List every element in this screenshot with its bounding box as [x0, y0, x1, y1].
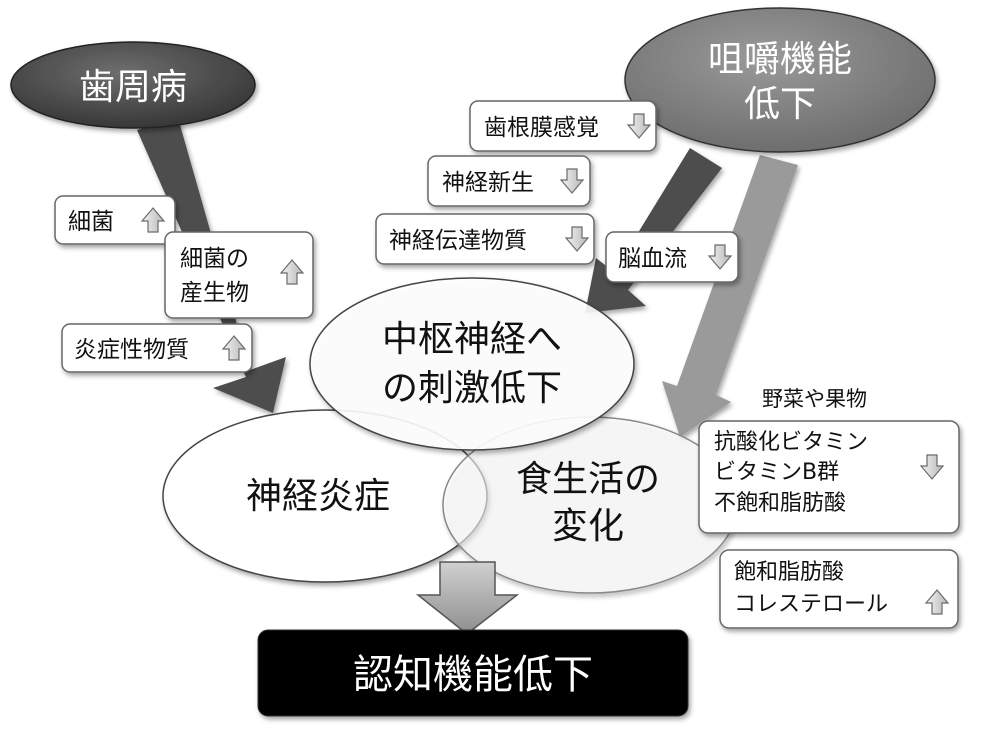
neuroinflammation-label: 神経炎症 [246, 476, 390, 517]
mastication-decline-node: 咀嚼機能 低下 [624, 7, 936, 153]
diet-increase-item: 飽和脂肪酸 [734, 560, 844, 585]
cns-label-line2: の刺激低下 [382, 368, 562, 409]
diet-decrease-item: 不飽和脂肪酸 [714, 491, 846, 516]
arrow-to-outcome [415, 561, 520, 635]
neurotransmitter-label: 神経伝達物質 [389, 228, 527, 254]
factor-neurogenesis: 神経新生 [427, 155, 591, 207]
diet-caption: 野菜や果物 [762, 387, 867, 411]
neuroinflammation-oval: 神経炎症 [162, 409, 488, 583]
cognitive-decline-outcome: 認知機能低下 [257, 629, 689, 717]
factor-inflammatory-substances: 炎症性物質 [61, 323, 253, 373]
factor-periodontal-sensation: 歯根膜感覚 [469, 100, 657, 152]
diet-increase-item: コレステロール [734, 592, 888, 617]
outcome-label: 認知機能低下 [353, 652, 593, 698]
arrow-mastication-to-diet [662, 155, 798, 437]
factor-cerebral-blood-flow: 脳血流 [605, 231, 739, 283]
factor-bacteria: 細菌 [54, 195, 176, 245]
diet-decrease-item: ビタミンB群 [714, 460, 839, 485]
arrow-mastication-to-cns [585, 148, 722, 313]
periodontal-disease-node: 歯周病 [10, 41, 256, 129]
bacterial-products-line1: 細菌の [180, 246, 249, 272]
periodontal-label: 歯周病 [79, 67, 187, 108]
inflammatory-label: 炎症性物質 [74, 337, 189, 363]
diet-change-oval: 食生活の 変化 [442, 416, 738, 594]
diet-increase-box: 飽和脂肪酸 コレステロール [719, 549, 959, 629]
cerebral-blood-flow-label: 脳血流 [618, 246, 687, 272]
periodontal-sensation-label: 歯根膜感覚 [484, 115, 599, 141]
factor-bacterial-products: 細菌の 産生物 [164, 231, 314, 319]
diet-decrease-box: 抗酸化ビタミン ビタミンB群 不飽和脂肪酸 [698, 420, 960, 534]
neurogenesis-label: 神経新生 [442, 170, 534, 196]
diet-label-line1: 食生活の [516, 459, 660, 500]
mastication-label-line1: 咀嚼機能 [708, 39, 852, 80]
bacteria-label: 細菌 [68, 209, 114, 235]
cns-stimulation-oval: 中枢神経へ の刺激低下 [309, 277, 635, 451]
cns-label-line1: 中枢神経へ [382, 319, 562, 360]
factor-neurotransmitter: 神経伝達物質 [375, 213, 595, 265]
diet-label-line2: 変化 [552, 506, 624, 547]
mastication-label-line2: 低下 [744, 84, 816, 125]
diet-decrease-item: 抗酸化ビタミン [714, 430, 868, 455]
bacterial-products-line2: 産生物 [180, 280, 249, 306]
